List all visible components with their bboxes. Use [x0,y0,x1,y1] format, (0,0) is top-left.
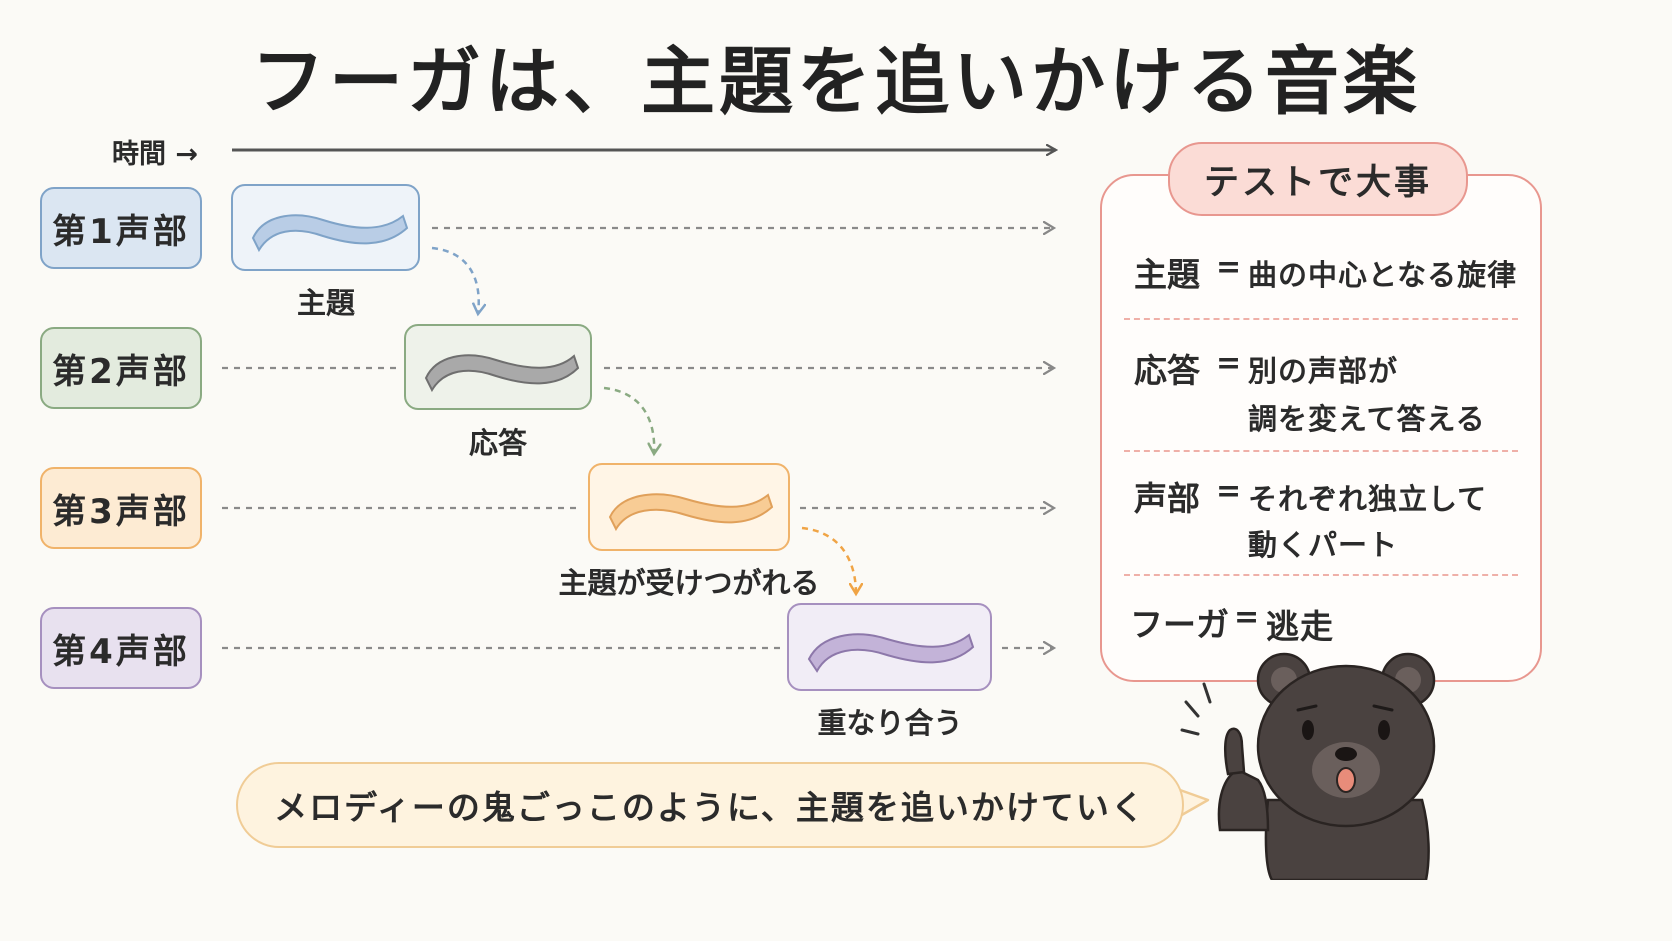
speech-tail [1179,788,1210,818]
term-answer-definition-line-1: 別の声部が [1248,354,1399,388]
key-points-header: テストで大事 [1168,142,1468,216]
term-answer: 応答 [1134,351,1200,390]
term-fugue: フーガ [1130,605,1229,644]
voice-4-theme-wave [807,633,975,673]
voice-3-caption: 主題が受けつがれる [558,566,820,600]
voice-2-answer-wave [424,354,580,393]
card-divider [1124,574,1518,576]
voice-4-label: 第4声部 [40,607,202,689]
voice-3-label: 第3声部 [40,467,202,549]
voice-3-theme-wave [608,493,774,532]
time-axis-label: 時間 → [112,139,199,170]
handoff-arrow-3-to-4 [801,526,856,594]
voice-1-caption: 主題 [296,286,355,320]
term-fugue-equals: = [1234,600,1260,635]
term-voice-definition-line-1: それぞれ独立して [1248,482,1488,516]
term-theme-equals: = [1216,250,1242,285]
voice-2-answer-box [404,324,592,410]
voice-1-label: 第1声部 [40,187,202,269]
term-answer-definition-line-2: 調を変えて答える [1248,402,1486,436]
term-answer-equals: = [1216,346,1242,381]
voice-4-caption: 重なり合う [817,706,963,740]
voice-2-label: 第2声部 [40,327,202,409]
handoff-arrow-2-to-3 [603,386,654,454]
term-voice: 声部 [1134,479,1200,518]
card-divider [1124,450,1518,452]
term-theme-definition: 曲の中心となる旋律 [1248,258,1518,292]
card-divider [1124,318,1518,320]
page-title: フーガは、主題を追いかける音楽 [251,39,1421,125]
voice-1-theme-wave [251,214,409,253]
handoff-arrow-1-to-2 [431,246,479,314]
term-theme: 主題 [1134,255,1200,294]
voice-2-caption: 応答 [468,426,527,460]
voice-1-theme-box [231,184,420,271]
term-voice-definition-line-2: 動くパート [1248,528,1399,562]
voice-4-theme-box [787,603,992,691]
voice-3-theme-box [588,463,790,551]
term-voice-equals: = [1216,474,1242,509]
term-fugue-definition: 逃走 [1266,607,1334,646]
speech-bubble: メロディーの鬼ごっこのように、主題を追いかけていく [236,762,1184,848]
bear-pointing-icon [1180,652,1436,880]
